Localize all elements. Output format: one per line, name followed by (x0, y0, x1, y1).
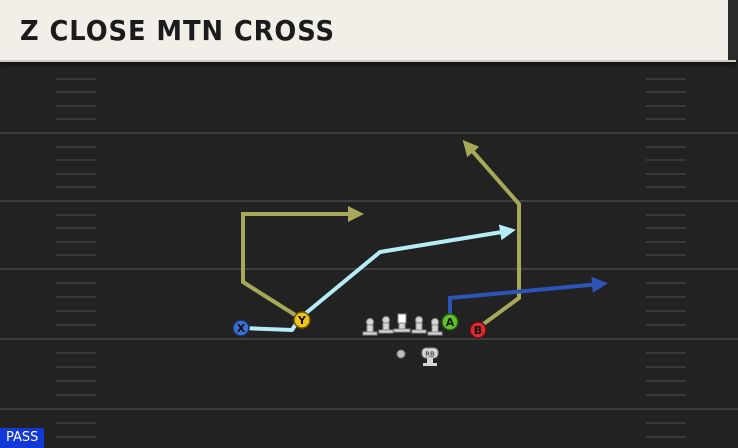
hash-marks-right (646, 78, 686, 438)
player-y-badge: Y (293, 311, 311, 329)
running-back-label: RB (425, 351, 435, 359)
play-field: RB X Y A B (0, 62, 738, 448)
play-title: Z CLOSE MTN CROSS (20, 14, 336, 47)
lineman-icon (378, 316, 394, 334)
running-back-icon: RB (421, 347, 439, 366)
yard-lines (0, 132, 738, 410)
lineman-icon (362, 318, 378, 336)
play-type-badge: PASS (0, 428, 45, 448)
play-title-bar: Z CLOSE MTN CROSS (0, 0, 736, 62)
route-x-cross (240, 224, 516, 332)
player-y-label: Y (297, 314, 307, 327)
player-x-badge: X (232, 319, 250, 337)
offensive-line (362, 313, 443, 336)
lineman-icon (411, 316, 427, 334)
hash-marks-left (56, 78, 96, 438)
player-x-label: X (237, 322, 246, 335)
play-diagram: RB X Y A B (0, 78, 738, 438)
player-a-label: A (446, 316, 455, 329)
route-b-post (462, 139, 521, 330)
route-y-corner (241, 206, 364, 320)
center-icon (393, 313, 411, 333)
player-a-badge: A (441, 313, 459, 331)
player-b-badge: B (469, 321, 487, 339)
title-bar-corner (728, 0, 738, 60)
quarterback-icon (396, 349, 406, 359)
lineman-icon (427, 318, 443, 336)
player-b-label: B (474, 324, 482, 337)
route-a-flat (448, 276, 608, 322)
